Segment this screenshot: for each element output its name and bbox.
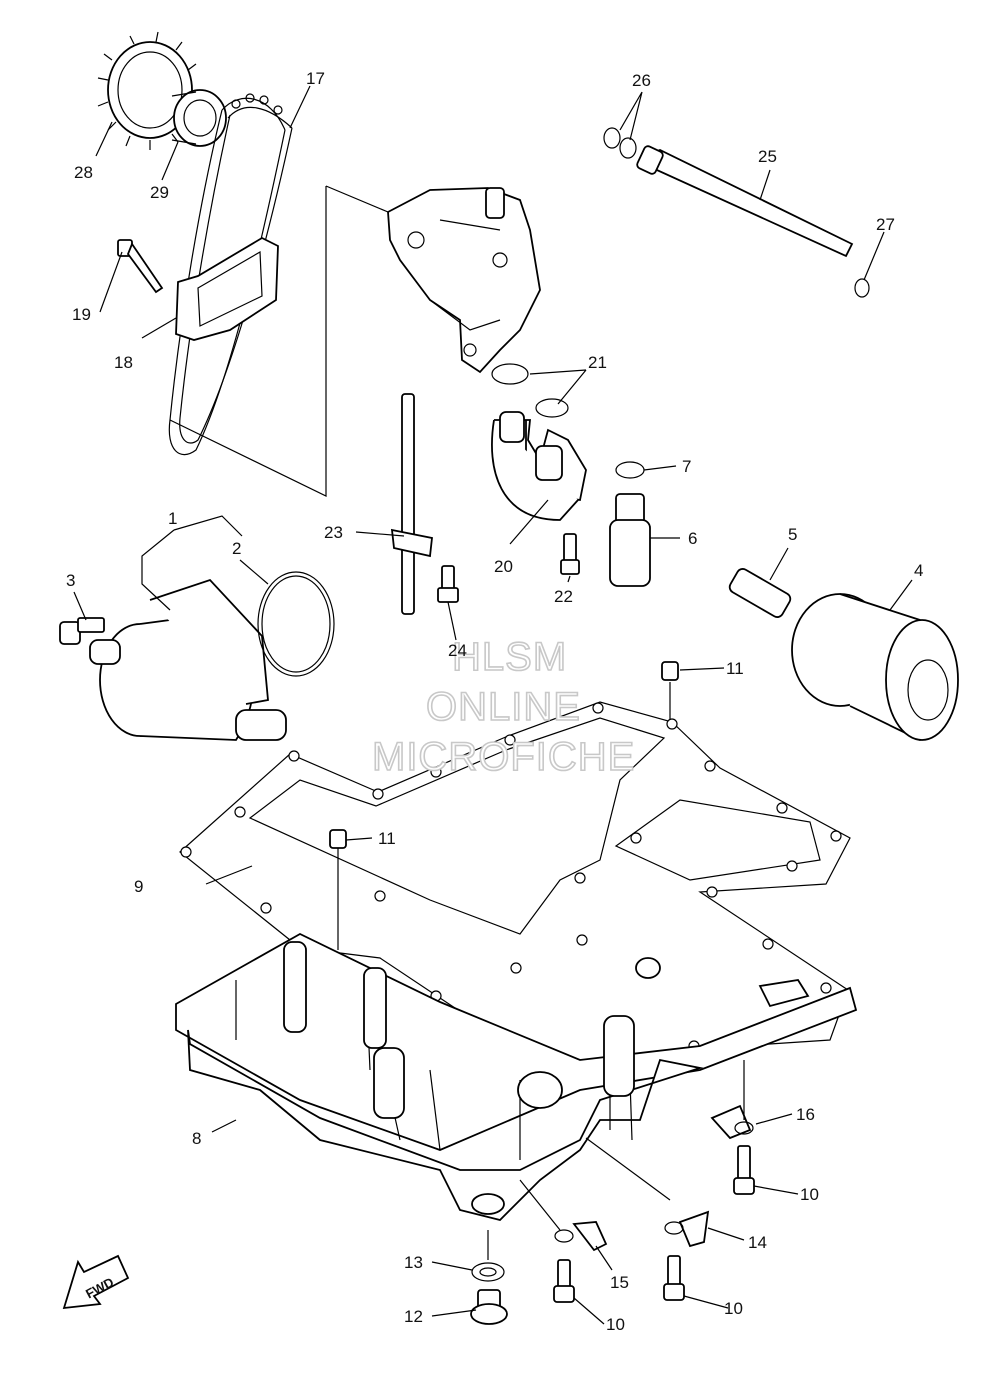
- callout-1: 1: [168, 509, 177, 528]
- relief-valve: [609, 493, 651, 587]
- fwd-arrow: FWD: [62, 1254, 130, 1310]
- bearing: [171, 89, 227, 147]
- callout-8: 8: [192, 1129, 201, 1148]
- drain-plug: [470, 1289, 508, 1325]
- callout-19: 19: [72, 305, 91, 324]
- callout-13: 13: [404, 1253, 423, 1272]
- oil-pump: [387, 187, 541, 374]
- oil-delivery-pipe: [636, 145, 854, 258]
- callout-15: 15: [610, 1273, 629, 1292]
- callout-29: 29: [150, 183, 169, 202]
- leader-lines: [73, 85, 913, 1325]
- callout-7: 7: [682, 457, 691, 476]
- callout-20: 20: [494, 557, 513, 576]
- dowel-pin-lower: [329, 829, 347, 849]
- o-rings-26: [603, 127, 637, 159]
- clip-16: [710, 1104, 754, 1140]
- callout-4: 4: [914, 561, 923, 580]
- callout-28: 28: [74, 163, 93, 182]
- callout-25: 25: [758, 147, 777, 166]
- bolt-10-left: [553, 1259, 575, 1303]
- bolt-10-mid: [663, 1255, 685, 1301]
- callout-10-left: 10: [606, 1315, 625, 1334]
- oil-pipe: [491, 411, 587, 521]
- union-bolt: [728, 568, 792, 618]
- oil-cooler: [89, 578, 287, 741]
- drain-washer: [471, 1262, 505, 1282]
- callout-10-mid: 10: [724, 1299, 743, 1318]
- callout-2: 2: [232, 539, 241, 558]
- callout-6: 6: [688, 529, 697, 548]
- clip-15: [554, 1221, 608, 1252]
- callout-11-lower: 11: [378, 829, 396, 848]
- callout-14: 14: [748, 1233, 767, 1252]
- clip-14: [664, 1210, 710, 1248]
- callout-3: 3: [66, 571, 75, 590]
- callout-21: 21: [588, 353, 607, 372]
- oil-pan: [175, 932, 858, 1221]
- callout-27: 27: [876, 215, 895, 234]
- callout-12: 12: [404, 1307, 423, 1326]
- pipe-bolt: [560, 533, 580, 575]
- callout-23: 23: [324, 523, 343, 542]
- callout-26: 26: [632, 71, 651, 90]
- callout-9: 9: [134, 877, 143, 896]
- oil-filter: [791, 593, 959, 742]
- bolt-10-right: [733, 1145, 755, 1195]
- drive-sprocket: [97, 31, 202, 150]
- guide-bolt: [117, 239, 164, 294]
- watermark-line2: ONLINE: [426, 685, 581, 729]
- callout-5: 5: [788, 525, 797, 544]
- strainer-bolt: [437, 565, 459, 603]
- callout-11-upper: 11: [726, 659, 744, 678]
- cooler-bolt: [59, 617, 105, 645]
- oil-strainer-pipe: [390, 393, 433, 615]
- cooler-gasket: [257, 571, 335, 677]
- callout-18: 18: [114, 353, 133, 372]
- watermark: HLSM ONLINE MICROFICHE: [371, 634, 635, 780]
- o-ring-7: [615, 461, 645, 479]
- callout-17: 17: [306, 69, 325, 88]
- callout-22: 22: [554, 587, 573, 606]
- o-ring-27: [854, 278, 870, 298]
- o-ring-21a: [491, 363, 529, 385]
- callout-16: 16: [796, 1105, 815, 1124]
- watermark-line3: MICROFICHE: [372, 735, 635, 779]
- chain-guide: [175, 236, 279, 341]
- pump-bracket-line: [169, 185, 389, 497]
- callout-10-right: 10: [800, 1185, 819, 1204]
- o-ring-21b: [535, 398, 569, 418]
- watermark-line1: HLSM: [452, 635, 567, 679]
- dowel-pin-upper: [661, 661, 679, 681]
- callout-labels: 1 2 3 4 5 6 7 8 9 10 10 10 11 11 12 13 1…: [66, 69, 923, 1334]
- callout-24: 24: [448, 641, 467, 660]
